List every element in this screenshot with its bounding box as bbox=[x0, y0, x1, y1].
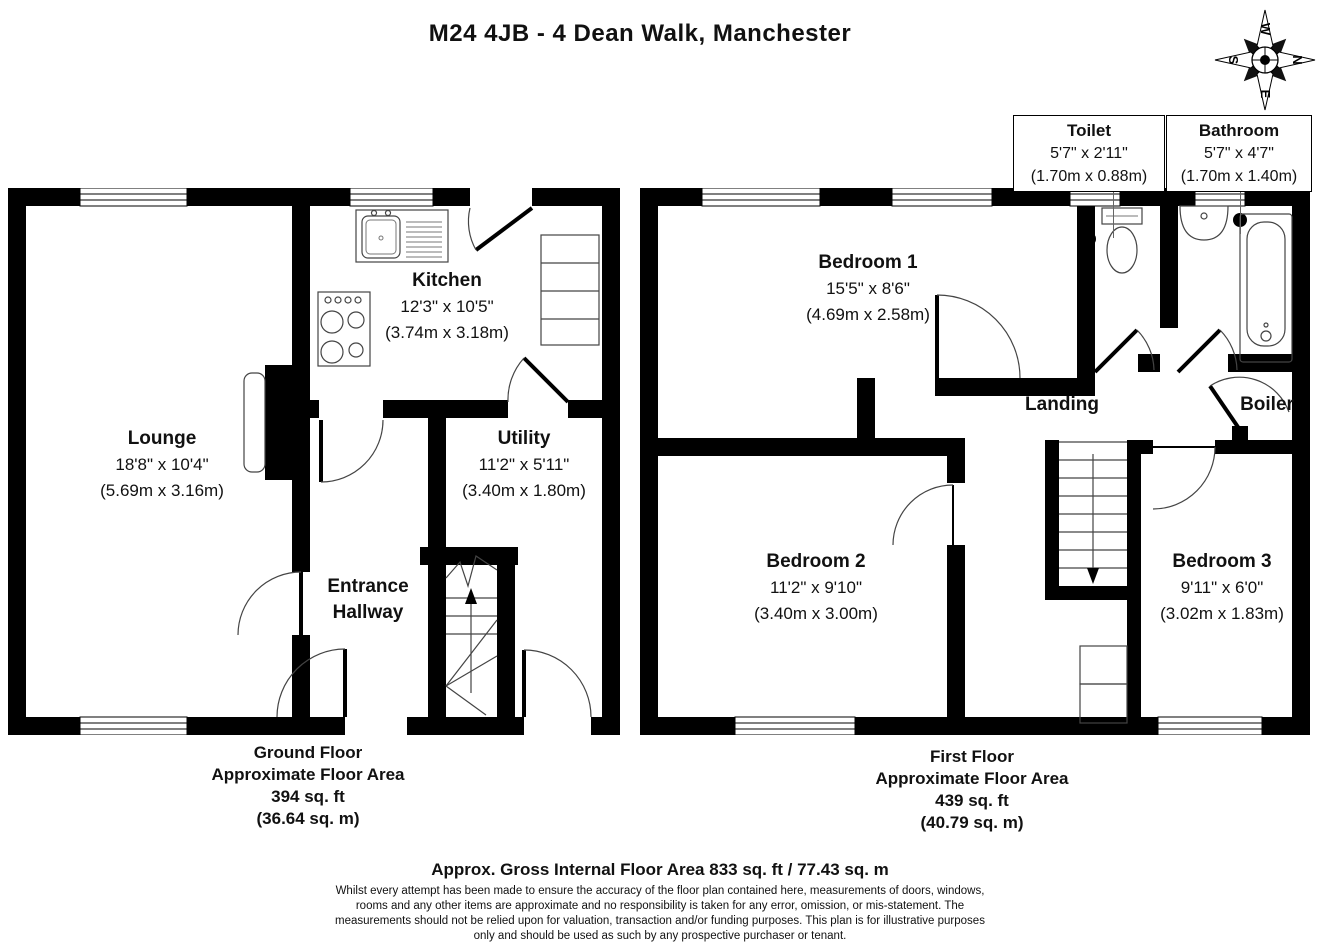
toilet-callout-metric: (1.70m x 0.88m) bbox=[1030, 168, 1148, 185]
stairs-up-arrow bbox=[465, 588, 477, 604]
landing-label: Landing bbox=[1025, 394, 1099, 415]
first-floor-summary: First Floor Approximate Floor Area 439 s… bbox=[875, 747, 1069, 832]
utility-label: Utility 11'2" x 5'11" (3.40m x 1.80m) bbox=[462, 428, 586, 500]
ground-floor-doors bbox=[237, 206, 592, 718]
gross-area-heading: Approx. Gross Internal Floor Area 833 sq… bbox=[431, 860, 889, 879]
first-floor-doors bbox=[892, 294, 1290, 546]
lounge-fixtures bbox=[243, 372, 266, 473]
wc-icon bbox=[1101, 207, 1143, 225]
first-floor-stairs bbox=[1059, 441, 1128, 724]
kitchen-label: Kitchen 12'3" x 10'5" (3.74m x 3.18m) bbox=[385, 270, 509, 342]
bathroom-leader-line bbox=[1240, 188, 1241, 234]
compass-south-label: S bbox=[1226, 56, 1241, 65]
toilet-leader-line bbox=[1113, 188, 1114, 238]
compass-east-label: E bbox=[1258, 90, 1273, 99]
first-floor-walls bbox=[640, 188, 1310, 735]
bath-icon bbox=[1239, 213, 1293, 363]
toilet-callout: Toilet 5'7" x 2'11" (1.70m x 0.88m) bbox=[1013, 115, 1165, 192]
bathroom-callout-name: Bathroom bbox=[1198, 121, 1280, 140]
ground-floor-plan bbox=[8, 188, 620, 735]
first-floor-windows bbox=[701, 188, 1263, 735]
disclaimer-text: Whilst every attempt has been made to en… bbox=[335, 885, 985, 942]
lounge-label: Lounge 18'8" x 10'4" (5.69m x 3.16m) bbox=[100, 428, 224, 500]
ground-floor-summary: Ground Floor Approximate Floor Area 394 … bbox=[211, 743, 405, 828]
compass-rose-icon: W N E S bbox=[1214, 9, 1316, 111]
ground-floor-walls bbox=[8, 188, 620, 735]
bedroom2-label: Bedroom 2 11'2" x 9'10" (3.40m x 3.00m) bbox=[754, 551, 878, 623]
toilet-callout-name: Toilet bbox=[1066, 121, 1112, 140]
bedroom1-label: Bedroom 1 15'5" x 8'6" (4.69m x 2.58m) bbox=[806, 252, 930, 324]
boiler-label: Boiler bbox=[1240, 394, 1294, 415]
soil-pipe-dot bbox=[1082, 232, 1096, 246]
hob-icon bbox=[317, 291, 371, 367]
bedroom3-label: Bedroom 3 9'11" x 6'0" (3.02m x 1.83m) bbox=[1160, 551, 1284, 623]
bathroom-callout-dims: 5'7" x 4'7" bbox=[1204, 145, 1274, 162]
ground-floor-stairs bbox=[445, 555, 498, 716]
toilet-callout-dims: 5'7" x 2'11" bbox=[1050, 145, 1128, 162]
first-floor-plan bbox=[640, 188, 1310, 735]
bathroom-fixtures bbox=[1082, 205, 1293, 363]
kitchen-fixtures bbox=[317, 209, 600, 367]
fireplace-hearth bbox=[243, 372, 266, 473]
compass-north-label: N bbox=[1290, 55, 1305, 64]
bathroom-callout: Bathroom 5'7" x 4'7" (1.70m x 1.40m) bbox=[1166, 115, 1312, 192]
compass-west-label: W bbox=[1258, 23, 1273, 36]
stairs-down-arrow bbox=[1087, 568, 1099, 584]
understairs-cupboard bbox=[1079, 645, 1128, 685]
entrance-hallway-label: Entrance Hallway bbox=[327, 576, 409, 623]
ground-floor-windows bbox=[79, 188, 434, 735]
bathroom-callout-metric: (1.70m x 1.40m) bbox=[1180, 168, 1298, 185]
page-title: M24 4JB - 4 Dean Walk, Manchester bbox=[428, 20, 852, 47]
basin-icon bbox=[1179, 205, 1229, 241]
